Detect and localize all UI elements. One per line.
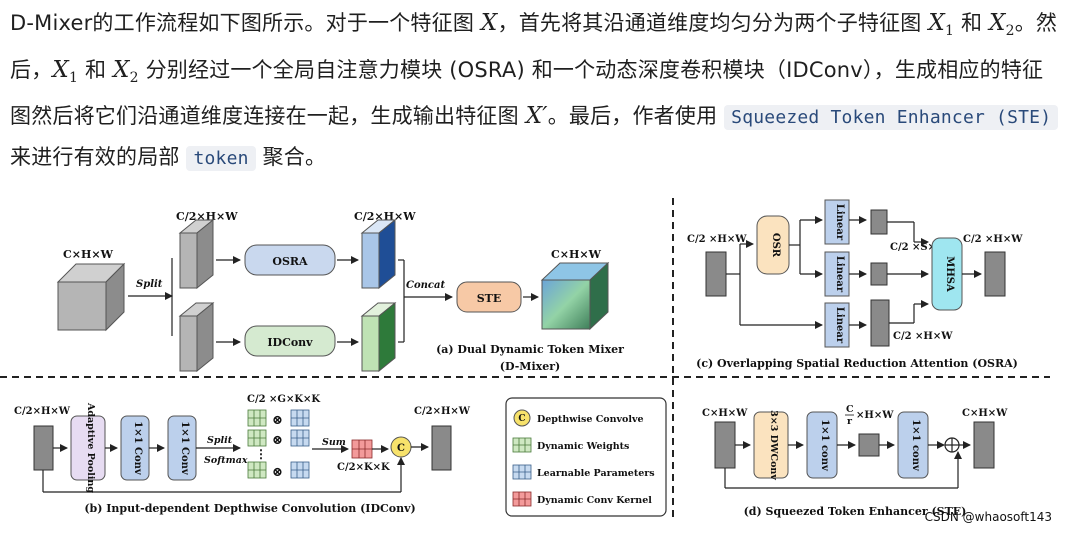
idconv-block bbox=[244, 325, 336, 357]
dynamic-weights-grid bbox=[247, 409, 267, 479]
osr-label: OSR bbox=[770, 233, 781, 258]
panel-dividers bbox=[0, 198, 1050, 520]
linear-label: Linear bbox=[834, 307, 845, 344]
split-label: Split bbox=[136, 279, 163, 290]
otimes-symbol: ⊗ bbox=[272, 413, 283, 428]
text-run: 。然后， bbox=[10, 11, 1058, 82]
dim-label: C/2×H×W bbox=[354, 210, 416, 223]
description-paragraph: D-Mixer的工作流程如下图所示。对于一个特征图 X，首先将其沿通道维度均匀分… bbox=[10, 4, 1060, 178]
idconv-label: IDConv bbox=[267, 336, 313, 349]
slab-blue bbox=[360, 218, 397, 290]
ste-label: STE bbox=[477, 292, 502, 305]
caption-c: (c) Overlapping Spatial Reduction Attent… bbox=[696, 357, 1018, 370]
conv-label: 1×1 Conv bbox=[132, 421, 143, 476]
architecture-figure: C×H×W Split C/2×H×W OSRA IDConv bbox=[0, 198, 1052, 524]
linear-label: Linear bbox=[834, 204, 845, 241]
conv-label: 1×1 conv bbox=[910, 419, 921, 472]
text-run: 和 bbox=[78, 57, 114, 82]
math-x2: X2 bbox=[989, 10, 1015, 39]
dim-label: C/2×H×W bbox=[414, 406, 471, 417]
ste-block bbox=[456, 281, 522, 313]
ellipsis: ⋮ bbox=[255, 447, 267, 461]
dim-label: C×H×W bbox=[551, 248, 602, 261]
text-run: 和 bbox=[954, 11, 990, 35]
sum-label: Sum bbox=[322, 437, 346, 448]
legend: C Depthwise Convolve Dynamic Weights Lea… bbox=[505, 397, 667, 517]
osra-block bbox=[244, 244, 336, 276]
dim-label: C/2×H×W bbox=[14, 406, 71, 417]
output-slab bbox=[431, 425, 452, 471]
dim-label: C/2 ×H×W bbox=[893, 331, 953, 342]
conv-label: 1×1 Conv bbox=[179, 421, 190, 476]
dim-label: C/2 ×G×K×K bbox=[247, 394, 320, 405]
linear-block bbox=[824, 199, 850, 245]
dim-label: C/2 ×S×S bbox=[890, 242, 943, 253]
dim-label: C/2×K×K bbox=[337, 462, 390, 473]
dynamic-kernel bbox=[351, 439, 373, 459]
otimes-symbol: ⊗ bbox=[272, 433, 283, 448]
dim-label: C×H×W bbox=[702, 408, 748, 419]
dim-fraction-num: C bbox=[846, 404, 854, 415]
caption-d: (d) Squeezed Token Enhancer (STE) bbox=[744, 505, 967, 518]
output-cube bbox=[540, 261, 610, 331]
concat-label: Concat bbox=[406, 280, 445, 291]
text-run: D-Mixer的工作流程如下图所示。对于一个特征图 bbox=[10, 11, 481, 35]
watermark: CSDN @whaosoft143 bbox=[925, 510, 1052, 524]
inline-code-token: token bbox=[186, 145, 256, 171]
caption-a: (a) Dual Dynamic Token Mixer bbox=[436, 343, 624, 356]
math-x2: X2 bbox=[113, 56, 139, 86]
text-run: 聚合。 bbox=[255, 144, 327, 169]
math-x: X bbox=[480, 10, 498, 36]
dim-label: C/2 ×H×W bbox=[687, 234, 747, 245]
softmax-label: Softmax bbox=[204, 455, 248, 466]
panel-d-ste: C×H×W 3×3 DWConv 1×1 conv C r ×H×W 1×1 c… bbox=[702, 404, 1008, 518]
otimes-symbol: ⊗ bbox=[272, 465, 283, 480]
input-cube bbox=[56, 262, 126, 332]
dim-label: C×H×W bbox=[962, 408, 1008, 419]
conv-label: 1×1 conv bbox=[819, 419, 830, 472]
mhsa-label: MHSA bbox=[944, 256, 955, 292]
linear-label: Linear bbox=[834, 256, 845, 293]
dwconv-label: 3×3 DWConv bbox=[768, 410, 779, 480]
dim-label: C/2 ×H×W bbox=[963, 234, 1023, 245]
legend-depthwise: Depthwise Convolve bbox=[537, 414, 644, 425]
panel-b-idconv: C/2×H×W Adaptive Pooling 1×1 Conv 1×1 Co… bbox=[14, 394, 471, 515]
panel-a-dmixer: C×H×W Split C/2×H×W OSRA IDConv bbox=[56, 210, 624, 373]
legend-learnable: Learnable Parameters bbox=[537, 468, 655, 479]
caption-b: (b) Input-dependent Depthwise Convolutio… bbox=[84, 502, 415, 515]
slab-green bbox=[360, 301, 397, 373]
split-label: Split bbox=[207, 435, 233, 446]
legend-dynamic-kernel: Dynamic Conv Kernel bbox=[537, 495, 652, 506]
dim-fraction-den: r bbox=[847, 416, 853, 427]
adaptive-pooling-label: Adaptive Pooling bbox=[85, 402, 96, 493]
input-slab bbox=[705, 251, 727, 297]
svg-text:C: C bbox=[518, 414, 525, 424]
text-run: 来进行有效的局部 bbox=[10, 144, 187, 169]
caption-a-sub: (D-Mixer) bbox=[500, 360, 560, 373]
text-run: ，首先将其沿通道维度均匀分为两个子特征图 bbox=[497, 11, 929, 35]
linear-block bbox=[824, 251, 850, 297]
math-xprime: X′ bbox=[525, 103, 548, 129]
dim-label: C/2×H×W bbox=[176, 210, 238, 223]
input-slab bbox=[714, 421, 736, 469]
legend-circle-icon bbox=[513, 409, 531, 427]
text-run: 分别经过一个全局自注意力模块 (OSRA) 和一个动态深度卷积模块（IDConv… bbox=[10, 57, 1044, 129]
panel-c-osra: C/2 ×H×W OSR Linear Linear Linear C/2 ×S… bbox=[687, 199, 1023, 370]
linear-block bbox=[824, 302, 850, 348]
output-slab bbox=[984, 251, 1006, 297]
osra-label: OSRA bbox=[272, 255, 308, 268]
input-slab bbox=[33, 425, 54, 471]
inline-code-ste: Squeezed Token Enhancer (STE) bbox=[724, 105, 1059, 130]
dim-label: ×H×W bbox=[856, 410, 894, 421]
output-slab bbox=[973, 421, 995, 469]
slab-top bbox=[178, 218, 215, 290]
c-symbol: C bbox=[397, 443, 405, 454]
text-run: 。最后，作者使用 bbox=[547, 104, 725, 128]
legend-dynamic-weights: Dynamic Weights bbox=[537, 441, 629, 452]
learnable-params-grid bbox=[290, 409, 310, 479]
slab-bottom bbox=[178, 301, 215, 373]
math-x1: X1 bbox=[52, 56, 79, 86]
math-x1: X1 bbox=[928, 10, 955, 39]
dim-label: C×H×W bbox=[63, 248, 114, 261]
